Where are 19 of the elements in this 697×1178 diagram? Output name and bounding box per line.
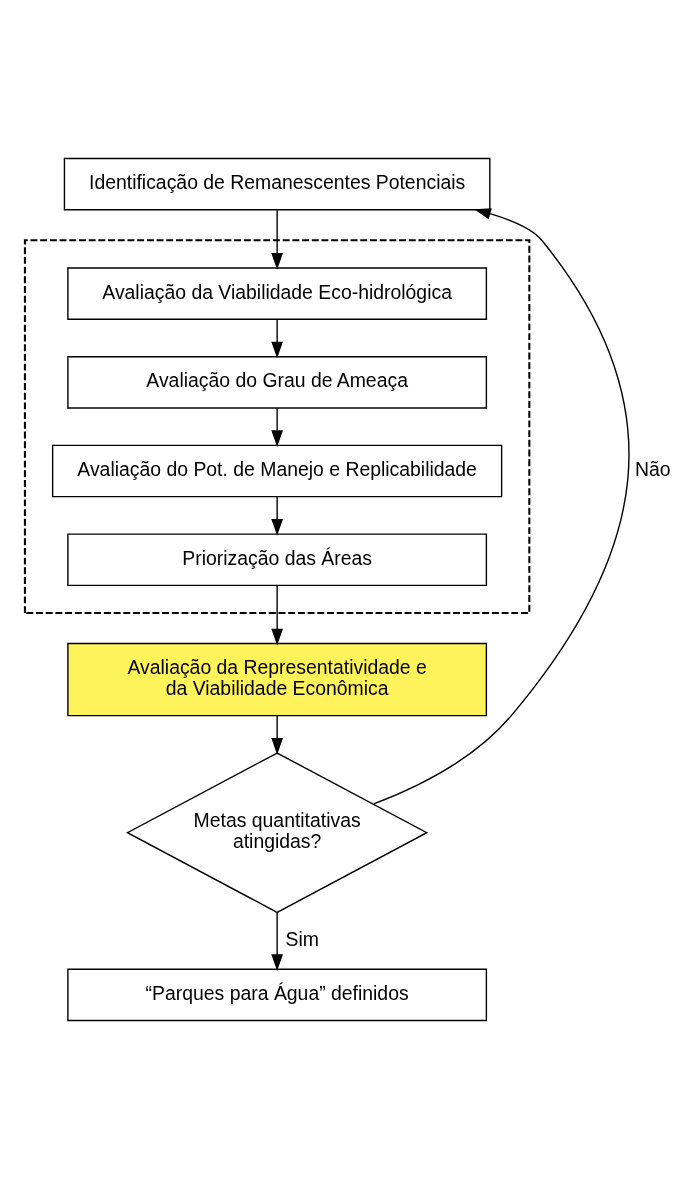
arrow <box>271 911 283 971</box>
arrow <box>271 714 283 755</box>
edge-label: Não <box>634 457 671 480</box>
node-box: Identificação de Remanescentes Potenciais <box>63 157 491 210</box>
arrow <box>271 209 283 270</box>
node-box: Avaliação da Viabilidade Eco-hidrológica <box>67 266 488 320</box>
edge-label: Sim <box>285 927 319 950</box>
node-box: Avaliação do Grau de Ameaça <box>67 355 488 409</box>
arrow <box>271 318 283 358</box>
node-box: Priorização das Áreas <box>67 532 488 586</box>
node-box: Avaliação da Representatividade e da Viabilidade Econômica <box>67 642 488 716</box>
arrow <box>271 406 283 447</box>
arrow <box>271 495 283 536</box>
node-diamond: Metas quantitativas atingidas? <box>126 751 429 913</box>
cluster <box>23 238 531 614</box>
arrow <box>271 584 283 645</box>
node-box: “Parques para Água” definidos <box>67 968 488 1021</box>
node-box: Avaliação do Pot. de Manejo e Replicabilidade <box>51 444 503 497</box>
arrow <box>373 207 630 805</box>
